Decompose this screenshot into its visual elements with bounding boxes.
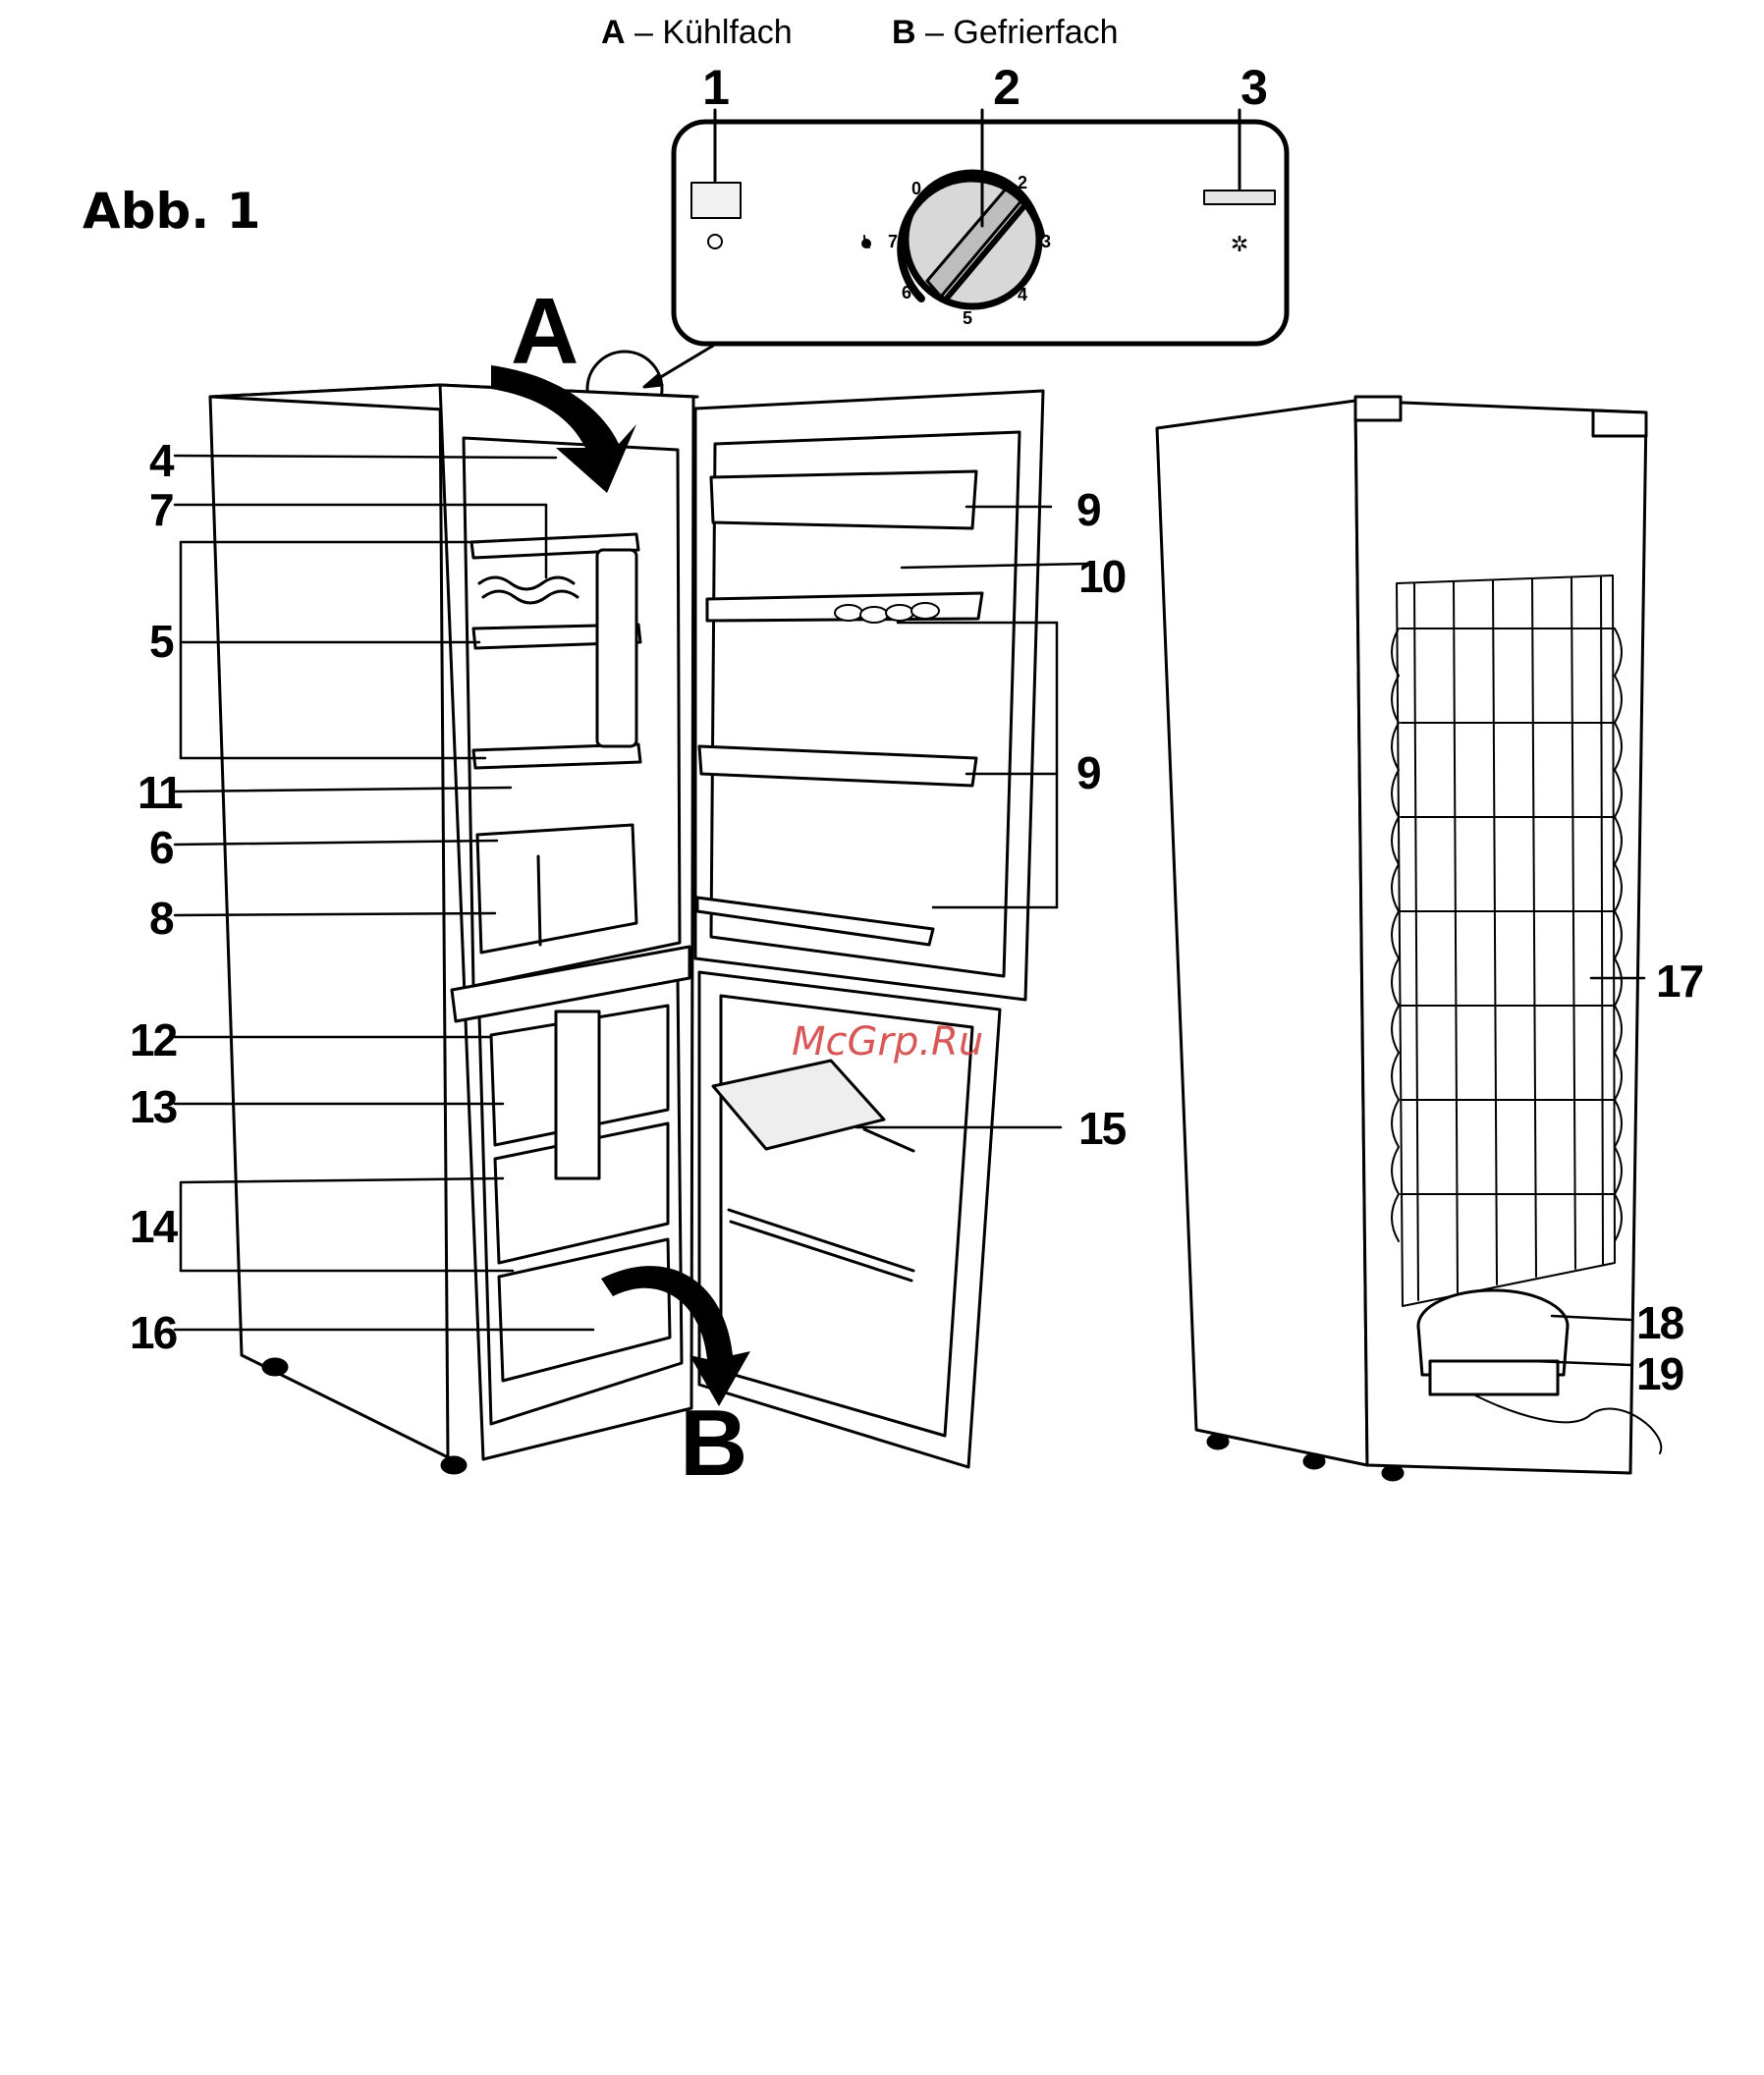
panel-label-1: 1 — [702, 63, 728, 112]
dial-number-3: 3 — [1041, 232, 1051, 252]
dial-number-6: 6 — [902, 283, 911, 303]
part-label-17: 17 — [1656, 958, 1702, 1004]
dial-number-2: 2 — [1018, 173, 1027, 193]
part-label-11: 11 — [138, 770, 182, 815]
part-label-6: 6 — [149, 825, 173, 870]
svg-text:✲: ✲ — [1231, 233, 1248, 257]
part-label-12: 12 — [130, 1017, 176, 1063]
watermark-text: McGrp.Ru — [792, 1019, 983, 1065]
control-panel: ✲ — [674, 122, 1287, 344]
arrow-a-letter: A — [511, 279, 579, 384]
part-label-13: 13 — [130, 1084, 176, 1129]
dial-number-0: 0 — [911, 179, 921, 199]
part-label-5: 5 — [149, 619, 173, 664]
panel-label-3: 3 — [1240, 63, 1266, 112]
part-label-19: 19 — [1636, 1351, 1682, 1396]
dial-number-7: 7 — [888, 232, 898, 252]
part-label-10: 10 — [1078, 554, 1125, 599]
part-label-14: 14 — [130, 1204, 176, 1249]
part-label-15: 15 — [1078, 1106, 1125, 1151]
part-label-7: 7 — [149, 487, 173, 532]
arrow-b-letter: B — [680, 1391, 747, 1496]
part-label-4: 4 — [149, 438, 173, 483]
front-fridge — [210, 385, 697, 1473]
part-label-16: 16 — [130, 1310, 176, 1355]
panel-label-2: 2 — [993, 63, 1019, 112]
dial-number-5: 5 — [963, 308, 972, 329]
part-label-9-bottom: 9 — [1076, 750, 1100, 795]
part-label-8: 8 — [149, 896, 173, 941]
part-label-9-top: 9 — [1076, 487, 1100, 532]
part-label-18: 18 — [1636, 1300, 1682, 1345]
dial-number-4: 4 — [1018, 285, 1027, 305]
